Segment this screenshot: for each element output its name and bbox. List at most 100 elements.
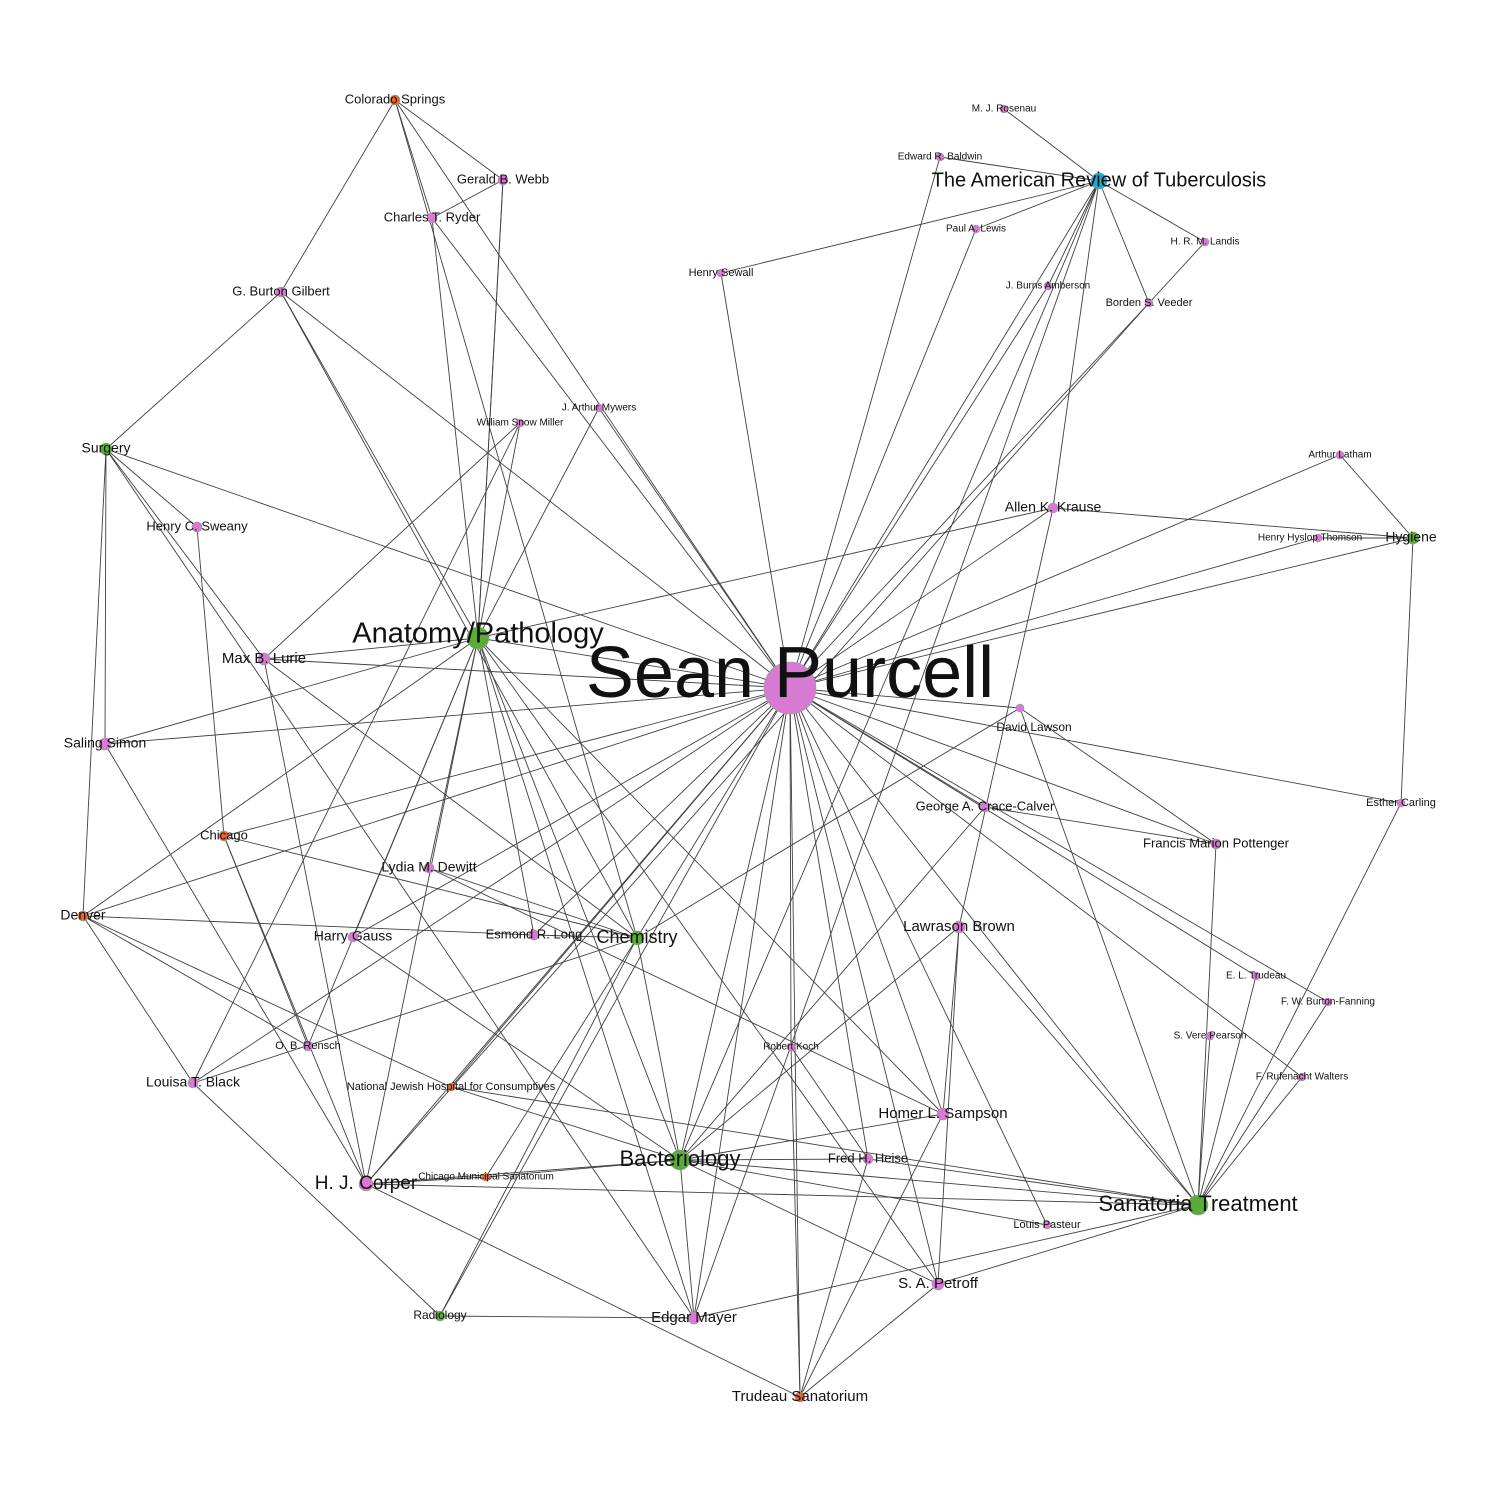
node-petr[interactable] xyxy=(931,1277,945,1291)
edge-samp-bact xyxy=(679,1113,944,1161)
node-laws[interactable] xyxy=(1015,703,1025,713)
edge-gilb-chem xyxy=(280,291,638,939)
node-heis[interactable] xyxy=(862,1153,874,1165)
node-myer[interactable] xyxy=(594,403,604,413)
node-corp[interactable] xyxy=(358,1176,374,1192)
node-rose[interactable] xyxy=(999,104,1009,114)
edge-veed-corp xyxy=(365,302,1150,1185)
edge-sean-past xyxy=(789,687,1048,1226)
node-blac[interactable] xyxy=(187,1077,199,1089)
node-label-brow: Lawrason Brown xyxy=(903,918,1015,935)
edge-denv-njh xyxy=(82,915,452,1088)
edge-long-chem xyxy=(533,934,638,939)
edge-colo-gilb xyxy=(280,99,396,293)
node-ambe[interactable] xyxy=(1043,281,1053,291)
node-lath[interactable] xyxy=(1335,450,1345,460)
node-label-land: H. R. M. Landis xyxy=(1171,237,1240,248)
edge-bact-past xyxy=(679,1159,1048,1226)
node-ryde[interactable] xyxy=(426,212,438,224)
node-veed[interactable] xyxy=(1144,298,1154,308)
edge-dewi-samp xyxy=(428,867,944,1115)
node-chic[interactable] xyxy=(218,830,230,842)
node-arev[interactable] xyxy=(1090,172,1108,190)
edge-colo-webb xyxy=(394,99,504,181)
node-crac[interactable] xyxy=(979,801,991,813)
node-samp[interactable] xyxy=(936,1107,950,1121)
node-label-petr: S. A. Petroff xyxy=(898,1275,979,1292)
edge-surg-denv xyxy=(82,448,107,917)
edge-sana-njh xyxy=(450,1086,1199,1206)
node-colo[interactable] xyxy=(389,94,401,106)
node-label-webb: Gerald B. Webb xyxy=(457,171,549,186)
node-land[interactable] xyxy=(1200,237,1210,247)
node-walt[interactable] xyxy=(1297,1072,1307,1082)
node-long[interactable] xyxy=(528,929,540,941)
node-anat[interactable] xyxy=(466,626,490,650)
node-sean[interactable] xyxy=(763,661,817,715)
node-simo[interactable] xyxy=(98,737,112,751)
node-etru[interactable] xyxy=(1251,971,1261,981)
node-koch[interactable] xyxy=(786,1042,796,1052)
node-luri[interactable] xyxy=(257,652,271,666)
edge-pott-sana xyxy=(1197,843,1217,1206)
edges-layer xyxy=(82,99,1414,1398)
node-lewi[interactable] xyxy=(971,224,981,234)
node-mill[interactable] xyxy=(515,418,525,428)
node-label-laws: David Lawson xyxy=(996,720,1071,734)
node-hyg[interactable] xyxy=(1406,531,1420,545)
node-cms[interactable] xyxy=(481,1172,491,1182)
edge-surg-swea xyxy=(105,448,198,528)
edge-bact-chem xyxy=(636,937,681,1161)
edge-denv-rens xyxy=(82,915,309,1047)
node-pott[interactable] xyxy=(1210,838,1222,850)
node-chem[interactable] xyxy=(629,930,645,946)
edge-sean-myer xyxy=(598,407,791,689)
edge-sean-sewa xyxy=(720,272,791,689)
edge-surg-simo xyxy=(104,448,107,745)
node-past[interactable] xyxy=(1042,1220,1052,1230)
node-webb[interactable] xyxy=(497,174,509,186)
nodes-layer xyxy=(77,94,1420,1403)
edge-sean-colo xyxy=(394,99,791,689)
node-label-luri: Max B. Lurie xyxy=(222,650,306,667)
edge-anat-krau xyxy=(477,507,1054,639)
edge-arev-ambe xyxy=(1047,180,1100,287)
node-maye[interactable] xyxy=(687,1311,701,1325)
node-brow[interactable] xyxy=(952,920,966,934)
node-denv[interactable] xyxy=(77,910,89,922)
node-gilb[interactable] xyxy=(275,286,287,298)
node-bact[interactable] xyxy=(669,1149,691,1171)
edge-sean-simo xyxy=(104,687,791,745)
node-rens[interactable] xyxy=(302,1040,314,1052)
edge-sean-bact xyxy=(679,687,791,1161)
node-label-rens: O. B. Rensch xyxy=(275,1040,340,1052)
node-label-past: Louis Pasteur xyxy=(1013,1219,1081,1231)
node-thom[interactable] xyxy=(1313,533,1323,543)
node-swea[interactable] xyxy=(191,521,203,533)
node-radi[interactable] xyxy=(434,1310,446,1322)
node-pear[interactable] xyxy=(1205,1031,1215,1041)
node-gaus[interactable] xyxy=(347,931,359,943)
edge-corp-cms xyxy=(365,1176,487,1185)
node-sana[interactable] xyxy=(1187,1194,1209,1216)
node-label-heis: Fred H. Heise xyxy=(828,1150,908,1165)
node-bald[interactable] xyxy=(935,152,945,162)
node-krau[interactable] xyxy=(1047,502,1059,514)
node-burt[interactable] xyxy=(1323,997,1333,1007)
edge-sean-ryde xyxy=(431,217,791,689)
node-sewa[interactable] xyxy=(716,268,726,278)
edge-sean-maye xyxy=(693,687,791,1319)
node-trud[interactable] xyxy=(794,1391,806,1403)
edge-land-veed xyxy=(1148,241,1206,304)
node-label-simo: Saling Simon xyxy=(64,735,147,751)
node-carl[interactable] xyxy=(1396,798,1406,808)
node-label-myer: J. Arthur Mywers xyxy=(562,403,636,414)
node-njh[interactable] xyxy=(446,1082,456,1092)
edge-anat-rens xyxy=(307,637,479,1047)
edge-sean-koch xyxy=(789,687,792,1048)
node-dewi[interactable] xyxy=(423,862,435,874)
node-label-arev: The American Review of Tuberculosis xyxy=(932,169,1267,191)
node-surg[interactable] xyxy=(99,442,113,456)
edge-hyg-lath xyxy=(1339,454,1414,539)
